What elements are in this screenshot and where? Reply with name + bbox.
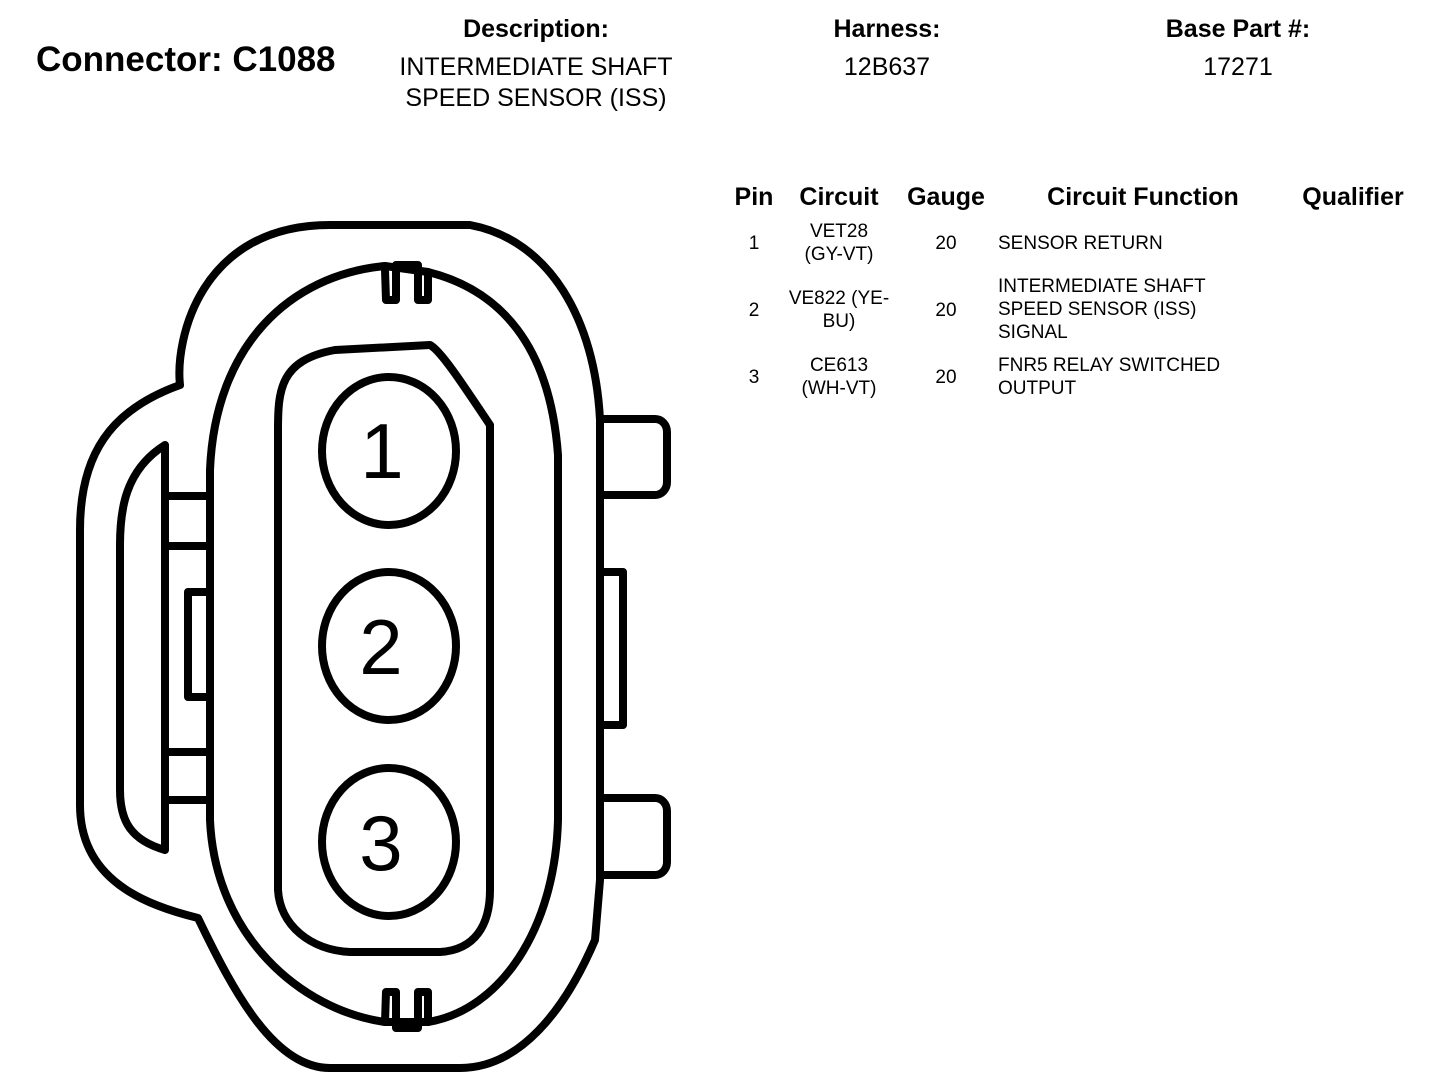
right-middle-tab xyxy=(596,568,627,729)
right-top-tab xyxy=(596,415,671,499)
row-1-circuit: VET28 (GY-VT) xyxy=(778,220,900,266)
row-2-pin: 2 xyxy=(748,300,760,321)
row-2-circuit: VE822 (YE- BU) xyxy=(778,287,900,333)
base-part-value: 17271 xyxy=(1203,53,1273,81)
description-line-1: INTERMEDIATE SHAFT xyxy=(399,53,673,81)
row-3-function-line-1: FNR5 RELAY SWITCHED xyxy=(998,355,1221,376)
row-3-gauge: 20 xyxy=(935,367,957,388)
row-3-circuit-line-1: CE613 xyxy=(809,355,869,376)
row-2-function: INTERMEDIATE SHAFT SPEED SENSOR (ISS) SI… xyxy=(998,275,1258,344)
pin-2-label: 2 xyxy=(359,603,402,691)
left-latch xyxy=(116,441,169,854)
row-1-circuit-line-2: (GY-VT) xyxy=(804,244,874,265)
connector-title: Connector: C1088 xyxy=(36,40,336,79)
row-3-circuit: CE613 (WH-VT) xyxy=(778,354,900,400)
row-1-circuit-line-1: VET28 xyxy=(809,221,869,242)
row-2-function-line-3: SIGNAL xyxy=(998,322,1068,343)
row-3-function: FNR5 RELAY SWITCHED OUTPUT xyxy=(998,354,1258,400)
column-header-pin: Pin xyxy=(734,183,774,211)
description-line-2: SPEED SENSOR (ISS) xyxy=(405,84,667,112)
row-1-pin: 1 xyxy=(748,233,760,254)
row-2-function-line-2: SPEED SENSOR (ISS) xyxy=(998,299,1197,320)
column-header-circuit-function: Circuit Function xyxy=(1047,183,1239,211)
row-2-circuit-line-1: VE822 (YE- xyxy=(788,288,890,309)
connector-outer-housing xyxy=(76,221,604,1072)
row-1-function-line-1: SENSOR RETURN xyxy=(998,233,1163,254)
row-2-gauge: 20 xyxy=(935,300,957,321)
column-header-gauge: Gauge xyxy=(907,183,985,211)
harness-label: Harness: xyxy=(833,15,941,43)
base-part-label: Base Part #: xyxy=(1165,15,1311,43)
bottom-key-notch xyxy=(381,988,432,1032)
row-1-gauge: 20 xyxy=(935,233,957,254)
row-3-circuit-line-2: (WH-VT) xyxy=(801,378,877,399)
row-1-function: SENSOR RETURN xyxy=(998,232,1258,255)
column-header-circuit: Circuit xyxy=(799,183,879,211)
pin-3-label: 3 xyxy=(359,799,402,887)
row-3-function-line-2: OUTPUT xyxy=(998,378,1077,399)
harness-value: 12B637 xyxy=(843,53,931,81)
pin-cavity-frame xyxy=(274,341,494,956)
top-key-notch xyxy=(381,261,432,304)
column-header-qualifier: Qualifier xyxy=(1302,183,1404,211)
pin-1-label: 1 xyxy=(360,407,403,495)
left-small-tab xyxy=(184,588,214,701)
right-bottom-tab xyxy=(596,794,671,879)
pin-2-cavity xyxy=(318,568,460,724)
row-3-pin: 3 xyxy=(748,367,760,388)
pin-1-cavity xyxy=(318,373,460,529)
row-2-function-line-1: INTERMEDIATE SHAFT xyxy=(998,276,1206,297)
row-2-circuit-line-2: BU) xyxy=(822,311,856,332)
description-value: INTERMEDIATE SHAFT SPEED SENSOR (ISS) xyxy=(376,52,696,114)
description-label: Description: xyxy=(463,15,609,43)
connector-face-diagram: 1 2 3 xyxy=(76,221,671,1072)
pin-3-cavity xyxy=(318,764,460,920)
